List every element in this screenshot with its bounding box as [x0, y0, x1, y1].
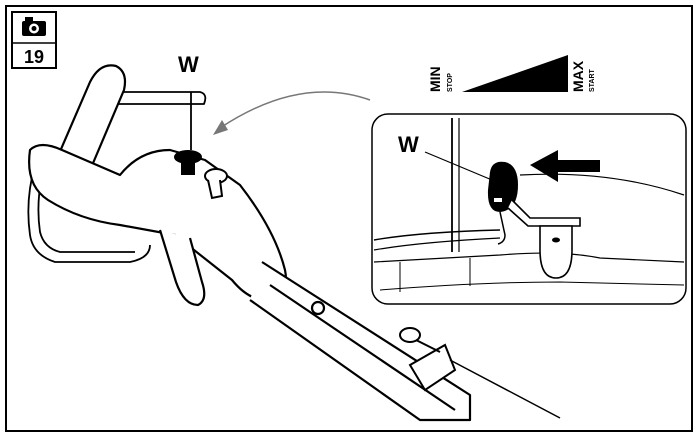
stop-label: STOP	[447, 73, 454, 92]
throttle-scale: MIN STOP MAX START	[427, 55, 596, 92]
throttle-knob	[174, 92, 228, 200]
callout-arrowhead	[213, 120, 228, 135]
figure-frame	[5, 5, 693, 432]
step-badge: 19	[11, 11, 57, 69]
detail-label-w: W	[398, 132, 419, 157]
part-label-w: W	[178, 52, 199, 77]
handlebar	[27, 64, 472, 422]
start-label: START	[589, 68, 596, 92]
camera-icon	[22, 17, 46, 36]
direction-arrow	[530, 150, 600, 182]
step-number: 19	[24, 47, 44, 67]
min-label: MIN	[427, 66, 443, 92]
max-label: MAX	[570, 60, 586, 92]
callout-curve	[219, 91, 371, 129]
detail-inset	[371, 113, 687, 305]
side-lever	[399, 327, 561, 419]
